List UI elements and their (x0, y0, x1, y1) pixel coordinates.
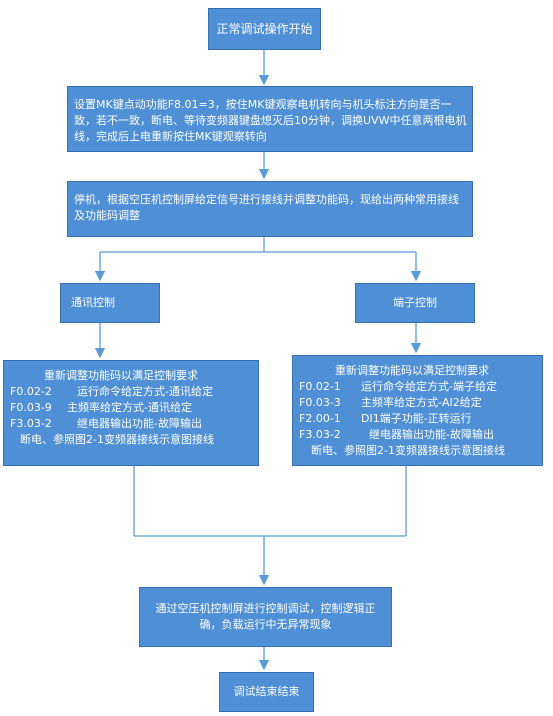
step1-text: 设置MK键点动功能F8.01=3，按住MK键观察电机转向与机头标注方向是否一致，… (74, 98, 467, 143)
term-heading: 重新调整功能码以满足控制要求 (335, 364, 489, 377)
comm-row-desc: 主频率给定方式-通讯给定 (67, 401, 192, 414)
end-node: 调试结束结束 (219, 672, 314, 712)
step1-box: 设置MK键点动功能F8.01=3，按住MK键观察电机转向与机头标注方向是否一致，… (67, 86, 473, 152)
comm-title: 通讯控制 (71, 296, 115, 309)
start-node: 正常调试操作开始 (208, 8, 321, 50)
term-row-code: F0.03-3 (299, 396, 341, 409)
term-row-code: F0.02-1 (299, 380, 341, 393)
comm-row: F0.02-2 运行命令给定方式-通讯给定 (10, 384, 254, 400)
term-row-desc: DI1端子功能-正转运行 (361, 412, 472, 425)
term-footer: 断电、参照图2-1变频器接线示意图接线 (311, 444, 505, 457)
comm-row-code: F0.03-9 (10, 401, 52, 414)
verify-text: 通过空压机控制屏进行控制调试，控制逻辑正确，负载运行中无异常现象 (155, 602, 376, 631)
term-row: F3.03-2 继电器输出功能-故障输出 (299, 427, 538, 443)
verify-box: 通过空压机控制屏进行控制调试，控制逻辑正确，负载运行中无异常现象 (139, 587, 392, 647)
term-row-code: F3.03-2 (299, 428, 341, 441)
end-label: 调试结束结束 (233, 685, 300, 698)
term-row-desc: 继电器输出功能-故障输出 (369, 428, 494, 441)
comm-footer: 断电、参照图2-1变频器接线示意图接线 (20, 433, 214, 446)
step2-box: 停机，根据空压机控制屏给定信号进行接线并调整功能码，现给出两种常用接线及功能码调… (67, 181, 473, 237)
comm-title-box: 通讯控制 (60, 283, 160, 323)
comm-row-code: F0.02-2 (10, 385, 52, 398)
comm-row-code: F3.03-2 (10, 417, 52, 430)
comm-heading: 重新调整功能码以满足控制要求 (44, 369, 198, 382)
comm-row-desc: 运行命令给定方式-通讯给定 (77, 385, 213, 398)
term-row-code: F2.00-1 (299, 412, 341, 425)
term-row-desc: 主频率给定方式-AI2给定 (361, 396, 482, 409)
term-row: F2.00-1 DI1端子功能-正转运行 (299, 411, 538, 427)
term-row: F0.03-3 主频率给定方式-AI2给定 (299, 395, 538, 411)
comm-row-desc: 继电器输出功能-故障输出 (77, 417, 202, 430)
step2-text: 停机，根据空压机控制屏给定信号进行接线并调整功能码，现给出两种常用接线及功能码调… (74, 193, 459, 222)
comm-row: F3.03-2 继电器输出功能-故障输出 (10, 416, 254, 432)
term-row-desc: 运行命令给定方式-端子给定 (361, 380, 497, 393)
term-row: F0.02-1 运行命令给定方式-端子给定 (299, 379, 538, 395)
term-title: 端子控制 (393, 296, 437, 309)
comm-row: F0.03-9 主频率给定方式-通讯给定 (10, 400, 254, 416)
start-label: 正常调试操作开始 (216, 22, 313, 36)
term-title-box: 端子控制 (355, 283, 475, 323)
comm-detail-box: 重新调整功能码以满足控制要求 F0.02-2 运行命令给定方式-通讯给定 F0.… (3, 360, 259, 466)
term-detail-box: 重新调整功能码以满足控制要求 F0.02-1 运行命令给定方式-端子给定 F0.… (292, 355, 543, 466)
